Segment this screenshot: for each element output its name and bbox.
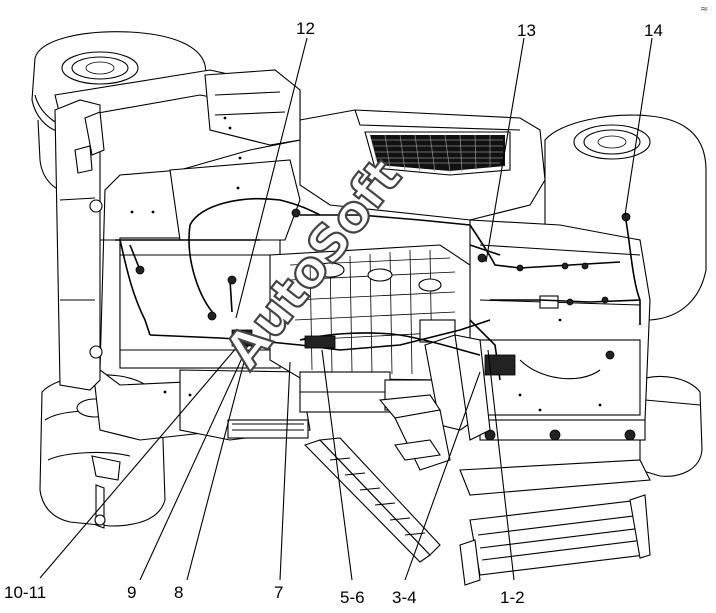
callout-5-6: 5-6 <box>340 588 365 607</box>
right-ladder <box>459 494 651 586</box>
callout-3-4: 3-4 <box>392 588 417 607</box>
callout-12: 12 <box>296 19 315 38</box>
callout-8: 8 <box>174 583 183 602</box>
callout-1-2: 1-2 <box>500 588 525 607</box>
frame-rivets <box>130 116 602 412</box>
left-ladder <box>303 394 451 563</box>
wiring-harness <box>115 197 641 381</box>
callout-14: 14 <box>644 21 663 40</box>
callout-labels: 12 13 14 10-11 9 8 7 5-6 3-4 1-2 <box>4 19 663 607</box>
callout-10-11: 10-11 <box>4 583 46 602</box>
leader-lines <box>39 37 653 581</box>
callout-9: 9 <box>127 583 136 602</box>
engine-hood <box>299 109 546 221</box>
corner-mark: ≈ <box>700 4 708 15</box>
cab-column <box>54 99 105 391</box>
rear-right-wheel <box>639 375 703 477</box>
callout-13: 13 <box>517 21 536 40</box>
callout-7: 7 <box>274 583 283 602</box>
